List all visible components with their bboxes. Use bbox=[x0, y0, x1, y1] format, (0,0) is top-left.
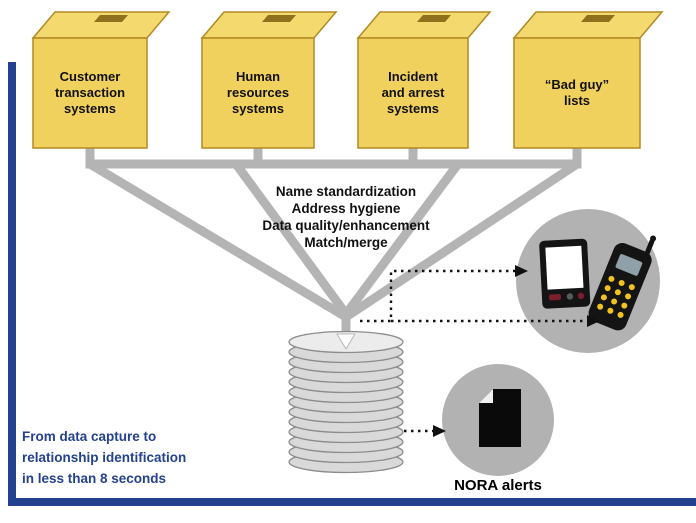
caption-text: From data capture to relationship identi… bbox=[22, 429, 187, 486]
pipeline-step-name-standardization: Name standardization bbox=[275, 184, 417, 199]
funnel-arrow-icon bbox=[336, 333, 356, 350]
document-icon bbox=[479, 389, 521, 447]
source-box-incident-arrest-shape bbox=[356, 11, 492, 149]
source-box-label-customer-transaction: Customer transaction systems bbox=[54, 69, 126, 116]
pda-icon bbox=[539, 238, 591, 309]
source-box-label-incident-arrest: Incident and arrest systems bbox=[381, 69, 445, 116]
source-box-label-human-resources: Human resources systems bbox=[226, 69, 290, 116]
blue-border-line bbox=[8, 62, 696, 506]
source-box-bad-guy-lists-shape bbox=[512, 11, 664, 149]
dotted-arrows bbox=[360, 269, 587, 433]
source-box-human-resources-shape bbox=[200, 11, 338, 149]
dotted-arrowheads bbox=[433, 265, 600, 437]
pipeline-step-match-merge: Match/merge bbox=[304, 235, 388, 250]
pipeline-step-address-hygiene: Address hygiene bbox=[291, 201, 401, 216]
pipeline-steps: Name standardization Address hygiene Dat… bbox=[226, 183, 466, 251]
arrow-to-devices-upper bbox=[360, 269, 515, 323]
funnel-pipes bbox=[85, 147, 582, 338]
nora-alerts-label: NORA alerts bbox=[454, 477, 542, 494]
source-box-label-bad-guy-lists: “Bad guy” lists bbox=[544, 77, 610, 108]
database-icon bbox=[288, 330, 404, 474]
pipeline-step-data-quality: Data quality/enhancement bbox=[262, 218, 430, 233]
source-box-customer-transaction-shape bbox=[31, 11, 171, 149]
mobile-phone-icon bbox=[588, 235, 657, 331]
